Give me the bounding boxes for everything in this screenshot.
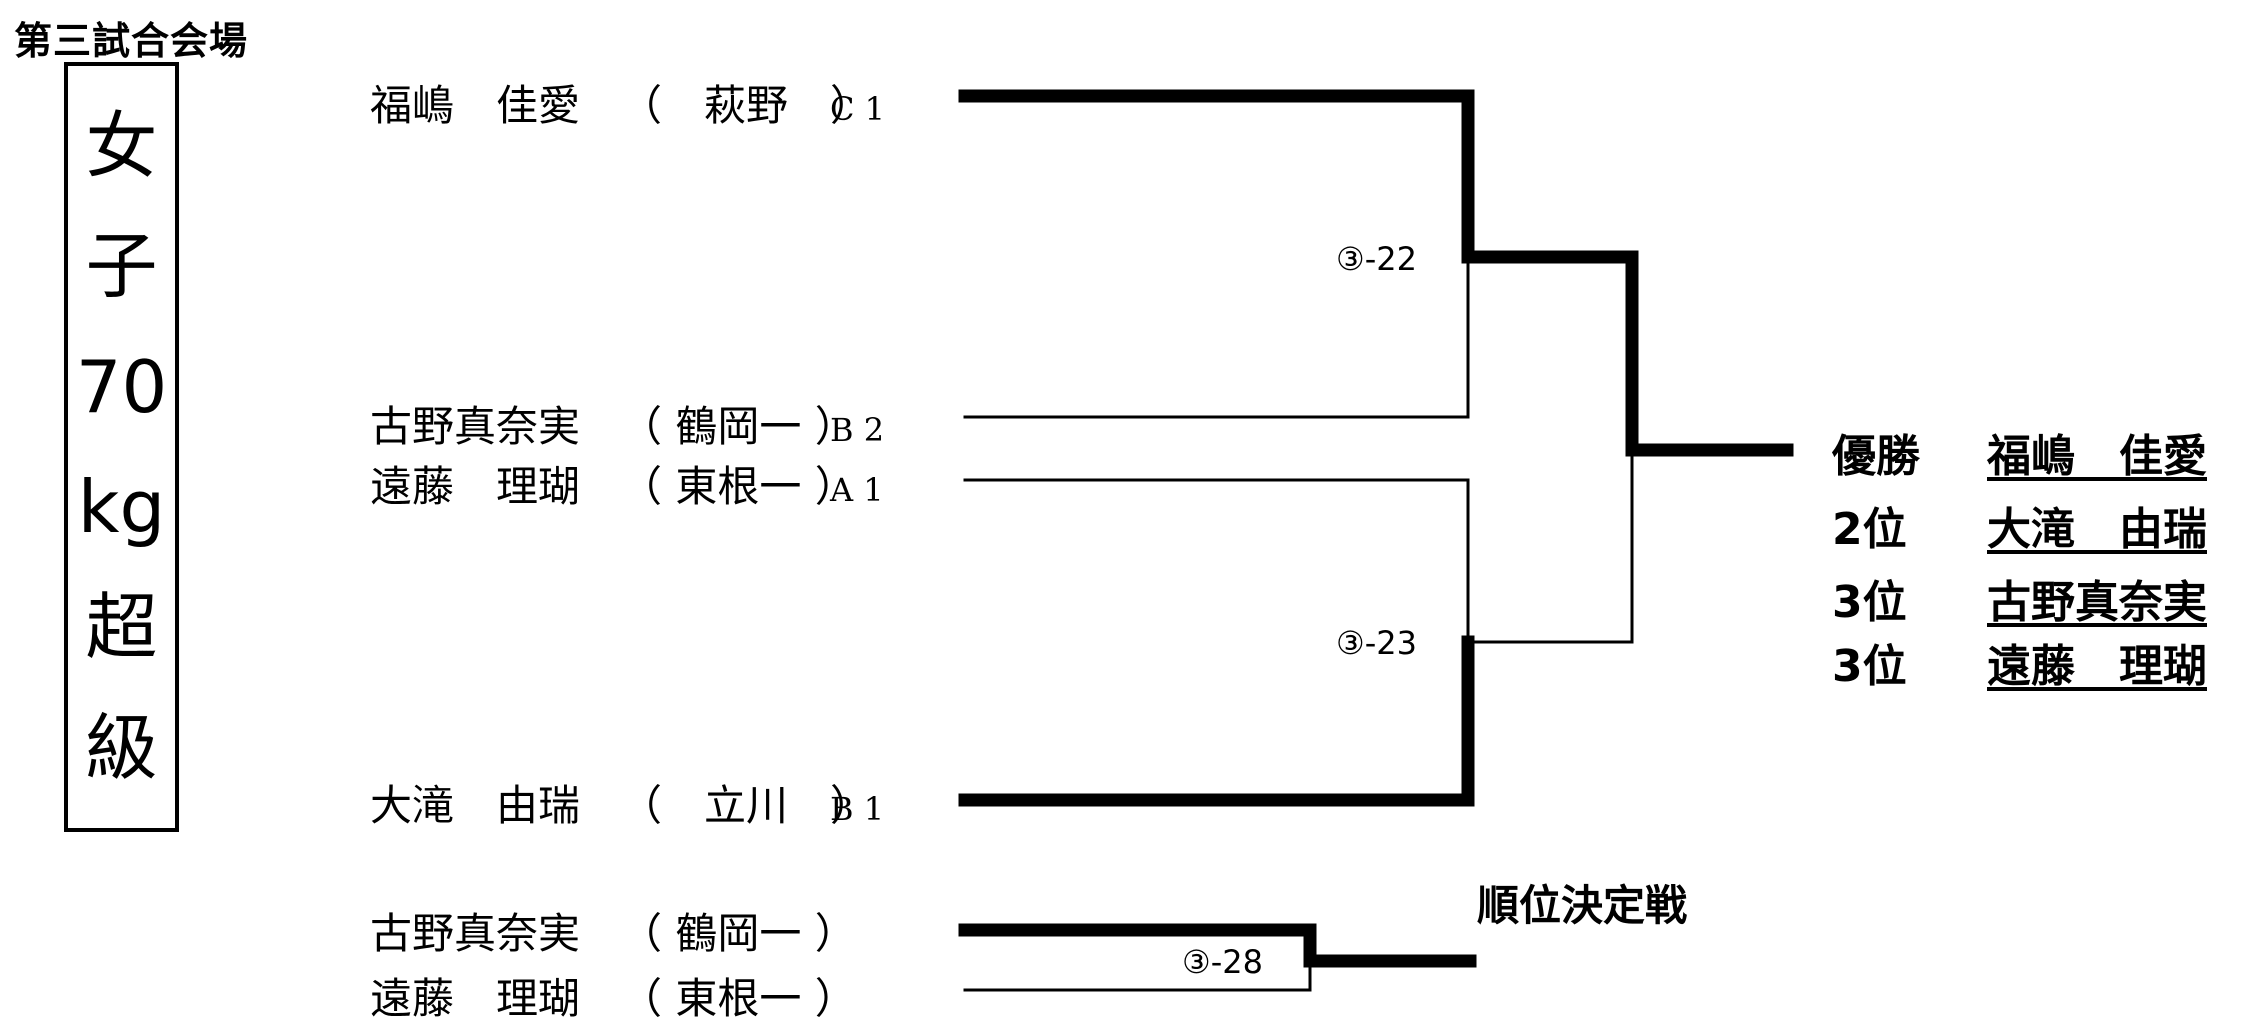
- result-rank: 3位: [1832, 577, 1907, 628]
- player-name: 大滝 由瑞: [370, 781, 581, 830]
- result-name: 遠藤 理瑚: [1987, 641, 2207, 692]
- match-label: ③-28: [1182, 943, 1263, 981]
- bracket-line-winner-4: [958, 635, 1475, 807]
- player-team: （ 立川 ）: [620, 781, 873, 830]
- player-entry-1: 福嶋 佳愛 （ 萩野 ）C 1: [370, 72, 885, 133]
- placement-player-2: 遠藤 理瑚 （ 東根一 ）: [370, 965, 857, 1026]
- placement-player-1: 古野真奈実 （ 鶴岡一 ）: [370, 900, 857, 961]
- bracket-line-loser-2: [963, 255, 1470, 419]
- player-team: （ 鶴岡一 ）: [620, 402, 857, 451]
- venue-label: 第三試合会場: [14, 19, 249, 63]
- match-label: ③-23: [1336, 624, 1417, 662]
- result-name: 古野真奈実: [1987, 577, 2207, 628]
- placement-line-loser: [963, 959, 1312, 992]
- category-char: 級: [85, 705, 158, 790]
- result-name: 大滝 由瑞: [1987, 504, 2207, 555]
- player-name: 遠藤 理瑚: [370, 974, 581, 1023]
- result-rank: 2位: [1832, 504, 1907, 555]
- category-char: kg: [77, 465, 166, 550]
- player-name: 古野真奈実: [370, 909, 581, 958]
- player-team: （ 東根一 ）: [620, 462, 857, 511]
- player-entry-2: 古野真奈実 （ 鶴岡一 ）B 2: [370, 393, 884, 454]
- bracket-line-loser-3: [963, 478, 1470, 644]
- bracket-line-final-loser: [1466, 448, 1634, 644]
- result-entry-1: 優勝 福嶋 佳愛: [1832, 420, 2207, 484]
- result-entry-3: 3位 古野真奈実: [1832, 566, 2207, 630]
- player-team: （ 萩野 ）: [620, 81, 873, 130]
- player-entry-4: 大滝 由瑞 （ 立川 ）B 1: [370, 772, 884, 833]
- bracket-line-final-winner: [1461, 250, 1639, 457]
- player-seed: B 2: [830, 411, 885, 449]
- player-team: （ 東根一 ）: [620, 974, 857, 1023]
- category-char: 女: [85, 104, 158, 189]
- match-label: ③-22: [1336, 240, 1417, 278]
- result-name: 福嶋 佳愛: [1987, 431, 2207, 482]
- placement-line-winner: [958, 923, 1317, 968]
- weight-category-box: 女 子 70 kg 超 級: [64, 62, 179, 832]
- bracket-line-winner-1: [958, 89, 1475, 264]
- category-char: 70: [75, 344, 168, 429]
- player-team: （ 鶴岡一 ）: [620, 909, 857, 958]
- player-seed: C 1: [830, 90, 886, 128]
- player-seed: B 1: [830, 790, 885, 828]
- category-char: 子: [85, 224, 158, 309]
- player-name: 福嶋 佳愛: [370, 81, 581, 130]
- player-entry-3: 遠藤 理瑚 （ 東根一 ）A 1: [370, 453, 884, 514]
- player-name: 遠藤 理瑚: [370, 462, 581, 511]
- player-seed: A 1: [830, 471, 884, 509]
- result-entry-2: 2位 大滝 由瑞: [1832, 493, 2207, 557]
- result-rank: 3位: [1832, 641, 1907, 692]
- player-name: 古野真奈実: [370, 402, 581, 451]
- result-rank: 優勝: [1832, 431, 1920, 482]
- category-char: 超: [85, 585, 158, 670]
- placement-match-title: 順位決定戦: [1477, 881, 1688, 930]
- result-entry-4: 3位 遠藤 理瑚: [1832, 630, 2207, 694]
